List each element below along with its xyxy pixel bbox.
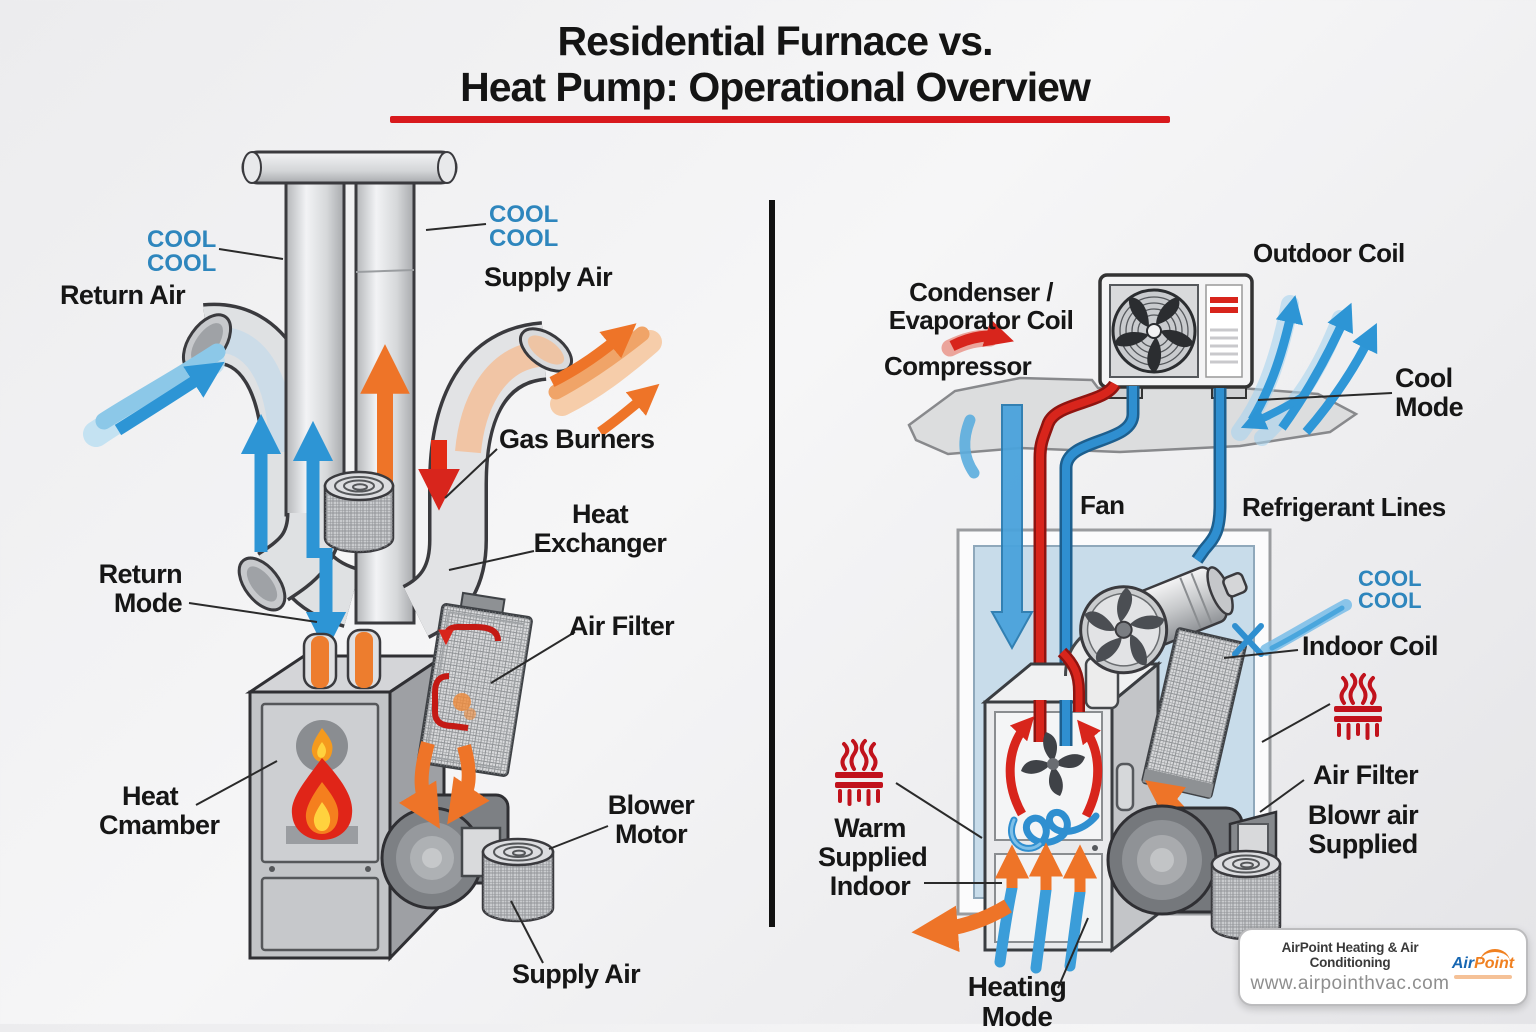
website-url[interactable]: www.airpointhvac.com (1250, 972, 1450, 994)
label-heat-chamber: Heat Cmamber (99, 781, 220, 841)
label-condenser-evaporator-coil: Condenser / Evaporator Coil (888, 277, 1074, 336)
label-air-filter-left: Air Filter (569, 611, 675, 641)
label-cool-top-right: COOL COOL (489, 201, 559, 252)
label-cool-top-left: COOL COOL (147, 226, 217, 277)
refrigerant-lines-icon (1033, 379, 1227, 700)
heat-pump-diagram (833, 273, 1393, 989)
return-air-arrows (83, 343, 226, 447)
leader-lines-heat-pump (895, 392, 1393, 989)
logo-tagline (1454, 975, 1512, 979)
label-supply-air-bottom: Supply Air (512, 959, 641, 989)
indoor-filter-panel-icon (1141, 627, 1248, 799)
divider-line (769, 200, 775, 927)
cold-flow-arrow (990, 404, 1034, 651)
label-fan: Fan (1080, 490, 1125, 520)
logo-roof-icon (1480, 949, 1510, 962)
label-compressor: Compressor (884, 351, 1032, 381)
label-heating-mode: Heating Mode (967, 971, 1067, 1032)
warm-air-left-arrow (911, 899, 1012, 953)
hp-blower-icon (1106, 804, 1278, 916)
outdoor-fan-icon (1111, 288, 1197, 374)
logo-air-text: Air (1451, 955, 1475, 972)
supply-filter-icon (481, 837, 555, 923)
label-outdoor-coil: Outdoor Coil (1253, 238, 1405, 268)
hp-filter-icon (1210, 849, 1282, 941)
coil-x-mark-icon (1232, 623, 1264, 657)
label-supply-air-top: Supply Air (484, 262, 613, 292)
furnace-diagram (83, 150, 662, 964)
airpoint-logo-icon: AirPoint (1450, 949, 1516, 979)
page-title: Residential Furnace vs. Heat Pump: Opera… (460, 18, 1091, 111)
heat-icon-right (1332, 673, 1384, 740)
label-indoor-coil: Indoor Coil (1302, 631, 1438, 661)
pilot-flame-icon (296, 720, 348, 772)
label-blower-air-supplied: Blowr air Supplied (1307, 800, 1419, 860)
outdoor-airflow-arrows (1231, 295, 1378, 446)
supply-air-arrows (548, 323, 662, 437)
label-return-mode: Return Mode (98, 559, 183, 619)
furnace-cabinet (245, 628, 449, 962)
airflow-arrows-furnace (240, 344, 460, 653)
label-warm-supplied-indoor: Warm Supplied Indoor (818, 813, 928, 902)
fan-motor-icon (1079, 566, 1248, 675)
outdoor-unit-icon (1098, 273, 1254, 399)
round-filter-icon (323, 470, 395, 554)
label-cool-mode: Cool Mode (1395, 363, 1464, 423)
label-return-air: Return Air (60, 280, 186, 310)
flame-icon (286, 758, 358, 844)
label-blower-motor: Blower Motor (607, 790, 695, 850)
label-gas-burners: Gas Burners (499, 424, 655, 454)
company-name: AirPoint Heating & Air Conditioning (1281, 939, 1419, 970)
title-underline (390, 116, 1170, 123)
label-refrigerant-lines: Refrigerant Lines (1242, 492, 1446, 522)
label-cool-indoor: COOL COOL (1358, 566, 1422, 613)
indoor-fan-icon (1005, 716, 1103, 819)
leader-lines-furnace (188, 223, 609, 964)
label-heat-exchanger: Heat Exchanger (533, 499, 667, 559)
air-filter-panel-icon (417, 591, 533, 777)
brand-card: AirPoint Heating & Air Conditioning www.… (1238, 928, 1528, 1006)
label-air-filter-right: Air Filter (1313, 760, 1419, 790)
heat-icon-left (833, 739, 885, 806)
